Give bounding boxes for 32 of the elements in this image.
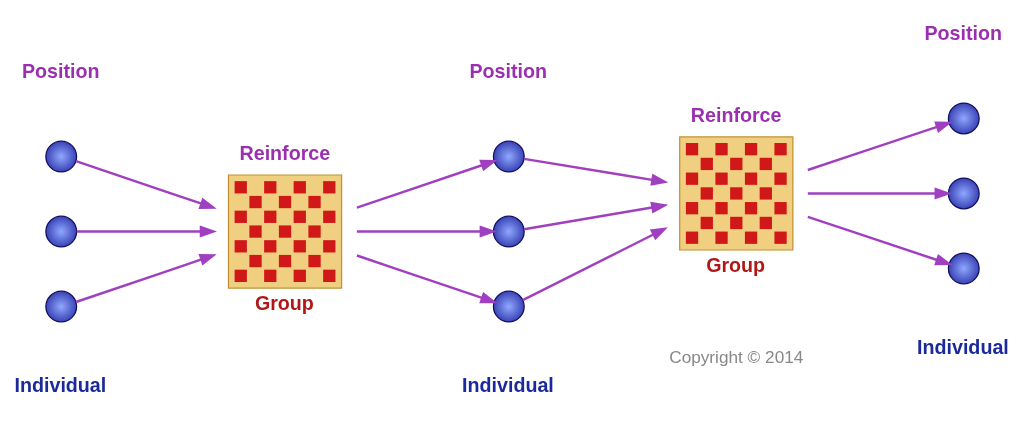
arrow [76, 225, 217, 238]
node-label: Individual [461, 374, 554, 397]
node-label: Position [468, 59, 547, 82]
arrow [75, 159, 217, 210]
node-circle [947, 102, 980, 135]
arrow [806, 215, 952, 266]
node-circle [44, 290, 77, 323]
label: Copyright © 2014 [668, 346, 803, 367]
node-label: Position [923, 21, 1002, 44]
node-circle [44, 140, 77, 173]
node-circle [492, 140, 525, 173]
node-label: Group [254, 292, 314, 315]
node-circle [492, 215, 525, 248]
node-circle [44, 215, 77, 248]
arrow [806, 121, 952, 172]
arrow [75, 254, 217, 304]
node-label: Group [705, 253, 765, 276]
node-label: Reinforce [239, 142, 330, 164]
node-label: Position [21, 59, 99, 82]
node-circle [947, 252, 980, 285]
arrow [807, 187, 952, 200]
node-circle [492, 290, 525, 323]
arrow [523, 157, 668, 186]
node-label: Individual [916, 336, 1009, 359]
arrow [523, 201, 668, 231]
arrow [356, 159, 497, 209]
arrow [356, 254, 497, 304]
arrow [521, 227, 668, 302]
node-circle [947, 177, 980, 210]
arrow [356, 225, 497, 238]
node-label: Reinforce [690, 103, 781, 126]
node-label: Individual [14, 374, 106, 397]
